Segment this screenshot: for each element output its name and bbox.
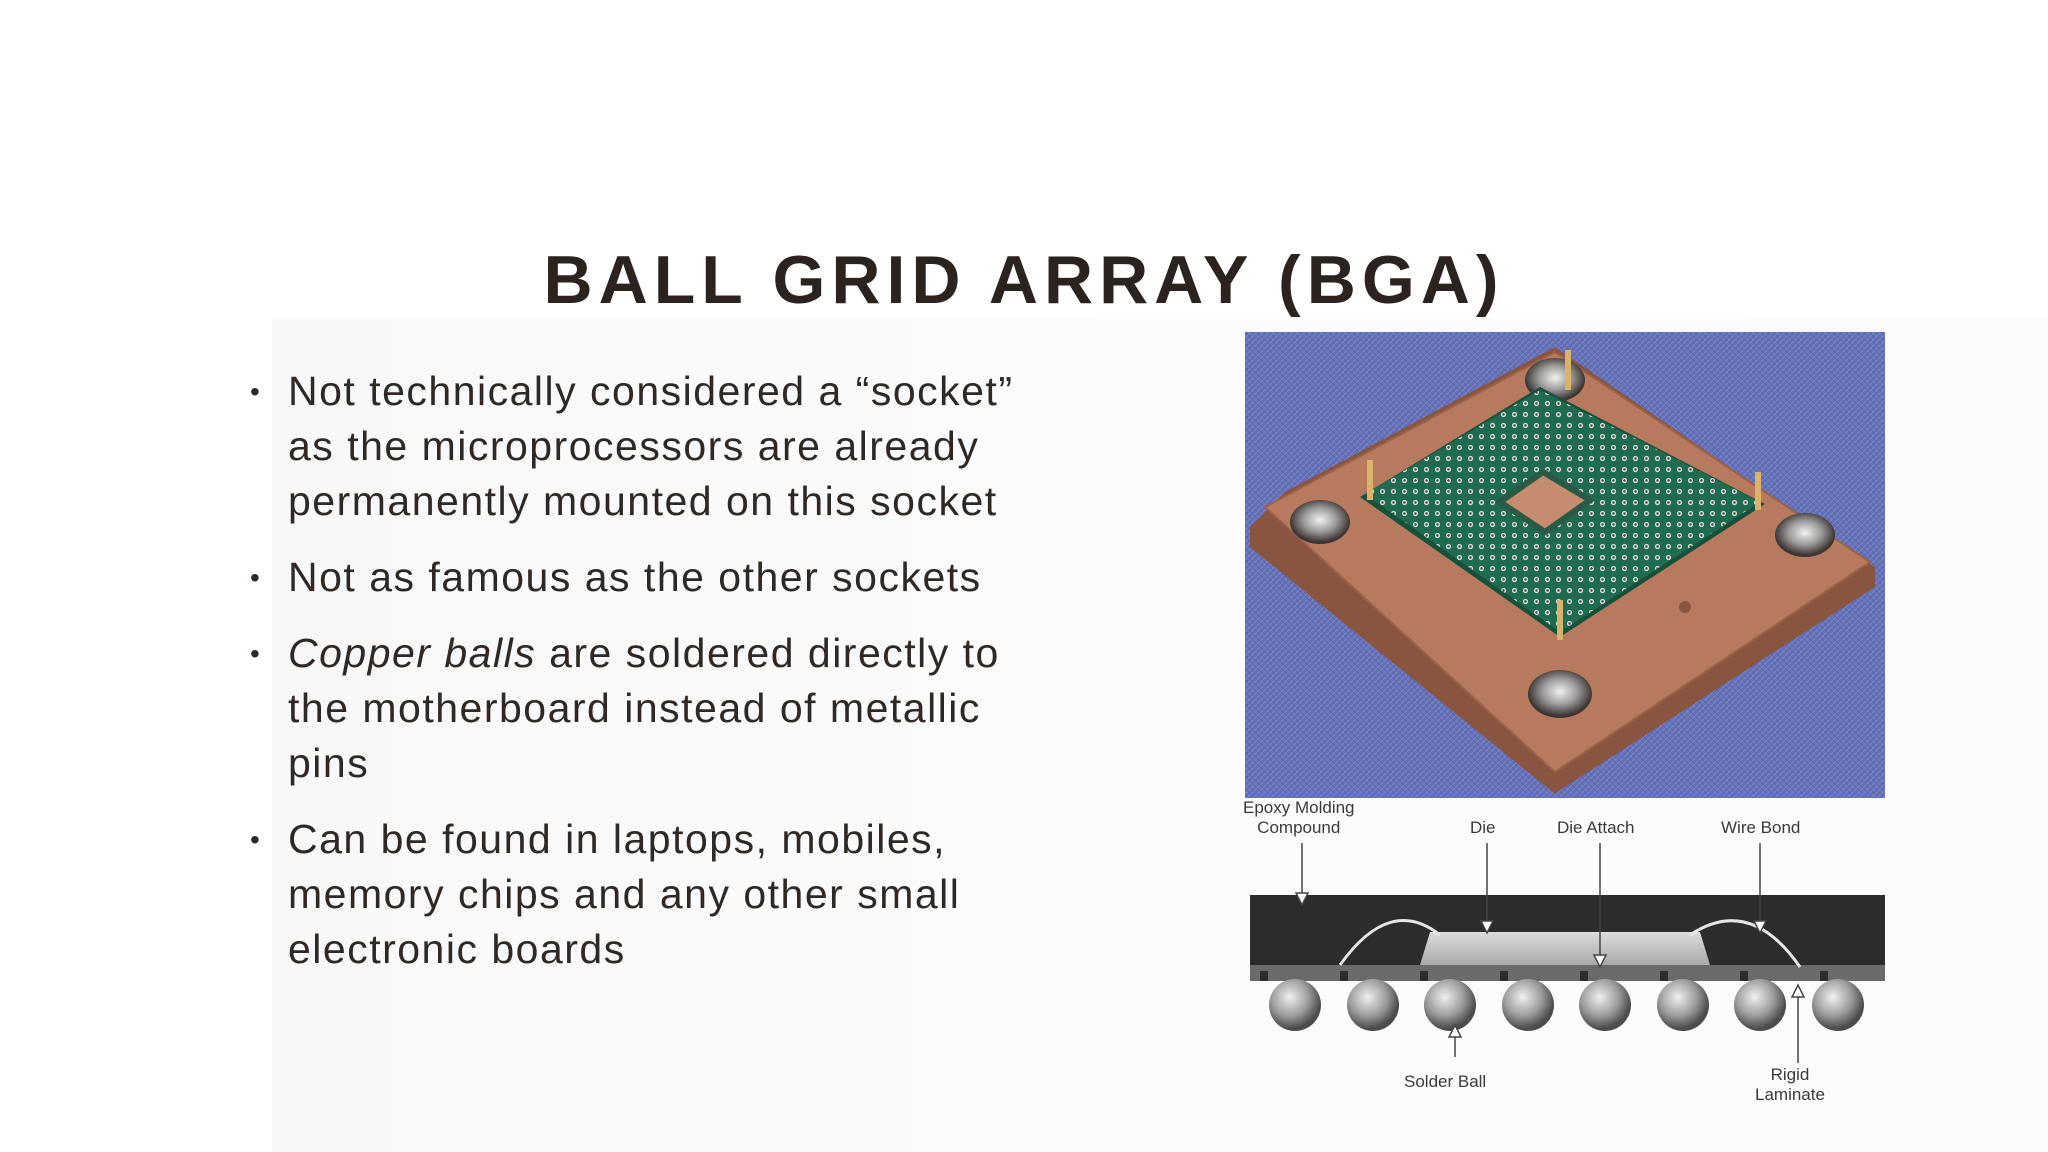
bullet-text: are soldered directly to the motherboard…	[288, 630, 1000, 786]
bullet-italic-text: Copper balls	[288, 630, 537, 676]
bullet-text: Not technically considered a “socket” as…	[288, 368, 1014, 524]
bullet-dot-icon: •	[250, 376, 262, 407]
label-epoxy-molding-compound: Epoxy Molding Compound	[1243, 798, 1355, 838]
bullet-text: Not as famous as the other sockets	[288, 554, 982, 600]
label-rigid-laminate: Rigid Laminate	[1755, 1065, 1825, 1105]
bullet-list: • Not technically considered a “socket” …	[244, 364, 1034, 998]
bullet-item: • Not technically considered a “socket” …	[244, 364, 1034, 529]
label-solder-ball: Solder Ball	[1404, 1072, 1487, 1091]
label-die: Die	[1470, 818, 1496, 837]
label-line: Compound	[1257, 818, 1341, 837]
label-wire-bond: Wire Bond	[1721, 818, 1801, 837]
bullet-item: • Can be found in laptops, mobiles, memo…	[244, 812, 1034, 977]
bullet-text: Can be found in laptops, mobiles, memory…	[288, 816, 961, 972]
bullet-dot-icon: •	[250, 562, 262, 593]
bullet-item: • Not as famous as the other sockets	[244, 550, 1034, 605]
label-line: Laminate	[1755, 1085, 1825, 1104]
label-line: Epoxy Molding	[1243, 798, 1355, 817]
slide-title: BALL GRID ARRAY (BGA)	[543, 242, 1505, 318]
label-die-attach: Die Attach	[1557, 818, 1635, 837]
bullet-item: • Copper balls are soldered directly to …	[244, 626, 1034, 791]
bga-cross-section-diagram: Epoxy Molding Compound Die Die Attach Wi…	[1240, 795, 1890, 1110]
bullet-dot-icon: •	[250, 638, 262, 669]
bullet-dot-icon: •	[250, 824, 262, 855]
bga-socket-photo	[1245, 332, 1885, 798]
label-line: Rigid	[1770, 1065, 1810, 1084]
